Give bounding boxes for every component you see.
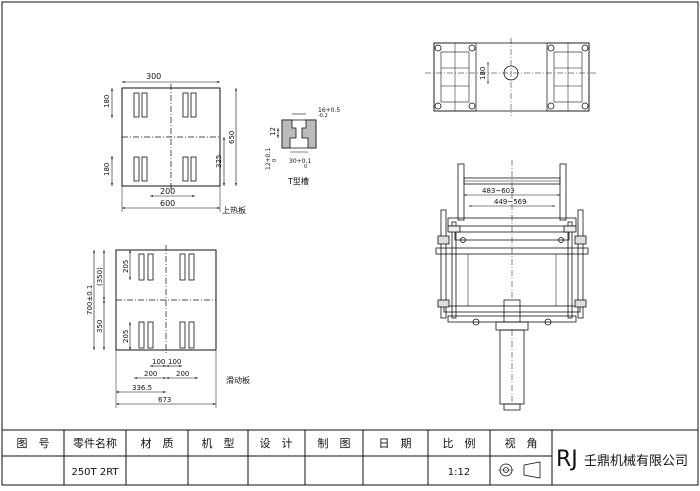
top-plate-slots [133, 92, 197, 182]
slide-plate-dim-lower-slot: 205 [122, 330, 130, 343]
t-slot-dim-top-width: 16+0.5 [318, 107, 340, 114]
header-view-angle: 视 角 [505, 436, 538, 450]
t-slot-dim-bottom-width: 30+0.1 [289, 158, 311, 165]
top-plate-dim-slot-pitch: 200 [160, 187, 175, 196]
t-slot-dim-bottom-width-tol: 0 [304, 164, 307, 170]
t-slot-label: T型槽 [287, 176, 309, 186]
top-plate-dim-total-width: 600 [160, 199, 175, 208]
top-plate-dim-height-upper: 180 [103, 95, 111, 108]
slide-plate-dim-total-height: 700±0.1 [86, 285, 94, 315]
slide-plate-slots [138, 253, 195, 349]
slide-plate-dim-pitch-right: 200 [176, 370, 189, 378]
header-part-name: 零件名称 [73, 436, 117, 450]
slide-plate-view [93, 245, 217, 408]
header-scale: 比 例 [443, 436, 476, 450]
slide-plate-dim-upper-slot: 205 [122, 260, 130, 273]
t-slot-dim-top-width-tol: -0.2 [318, 113, 328, 119]
top-plate-dim-height-lower: 180 [103, 163, 111, 176]
top-plate-dim-total-height: 650 [228, 131, 236, 144]
machine-front-dim-inner: 449~569 [494, 198, 527, 206]
machine-front-view [435, 160, 589, 411]
top-plate-dim-half-height: 325 [215, 155, 223, 168]
title-block [2, 429, 698, 485]
slide-plate-dim-offset: 336.5 [132, 384, 152, 392]
company-logo: RJ [556, 447, 578, 472]
t-slot-dim-neck-tol: 0 [272, 159, 278, 162]
top-plate-label: 上热板 [222, 205, 246, 215]
top-plate-dim-width-top: 300 [146, 72, 161, 81]
title-block-headers: 图 号 零件名称 材 质 机 型 设 计 制 图 日 期 比 例 视 角 [17, 436, 538, 450]
header-drafting: 制 图 [318, 437, 351, 450]
value-scale: 1:12 [448, 467, 470, 478]
slide-plate-dim-inner-left: 100 [152, 358, 165, 366]
machine-front-dim-outer: 483~603 [482, 187, 515, 195]
top-heating-plate-view [111, 81, 237, 212]
machine-top-dim-center: 180 [479, 67, 487, 80]
header-design: 设 计 [260, 437, 293, 450]
t-slot-dim-neck: 12+0.1 [265, 148, 272, 170]
slide-plate-dim-lower-total: 350 [96, 320, 104, 333]
header-date: 日 期 [379, 437, 412, 450]
slide-plate-dim-total-width: 673 [158, 396, 171, 404]
slide-plate-dim-pitch-left: 200 [144, 370, 157, 378]
slide-plate-dim-upper-total: (350) [96, 267, 104, 286]
header-drawing-number: 图 号 [17, 437, 50, 450]
header-material: 材 质 [141, 436, 174, 450]
machine-top-view [425, 38, 598, 116]
t-slot-dim-depth: 12 [269, 127, 277, 136]
company-name: 壬鼎机械有限公司 [584, 454, 688, 469]
value-part-name: 250T 2RT [71, 467, 119, 478]
title-block-values: 250T 2RT 1:12 [71, 467, 470, 478]
projection-symbol-icon [498, 461, 541, 479]
machine-top-frame [433, 42, 590, 112]
slide-plate-dim-inner-right: 100 [168, 358, 181, 366]
slide-plate-label: 滑动板 [226, 375, 250, 385]
t-slot-detail [277, 113, 317, 153]
header-model: 机 型 [202, 436, 235, 450]
